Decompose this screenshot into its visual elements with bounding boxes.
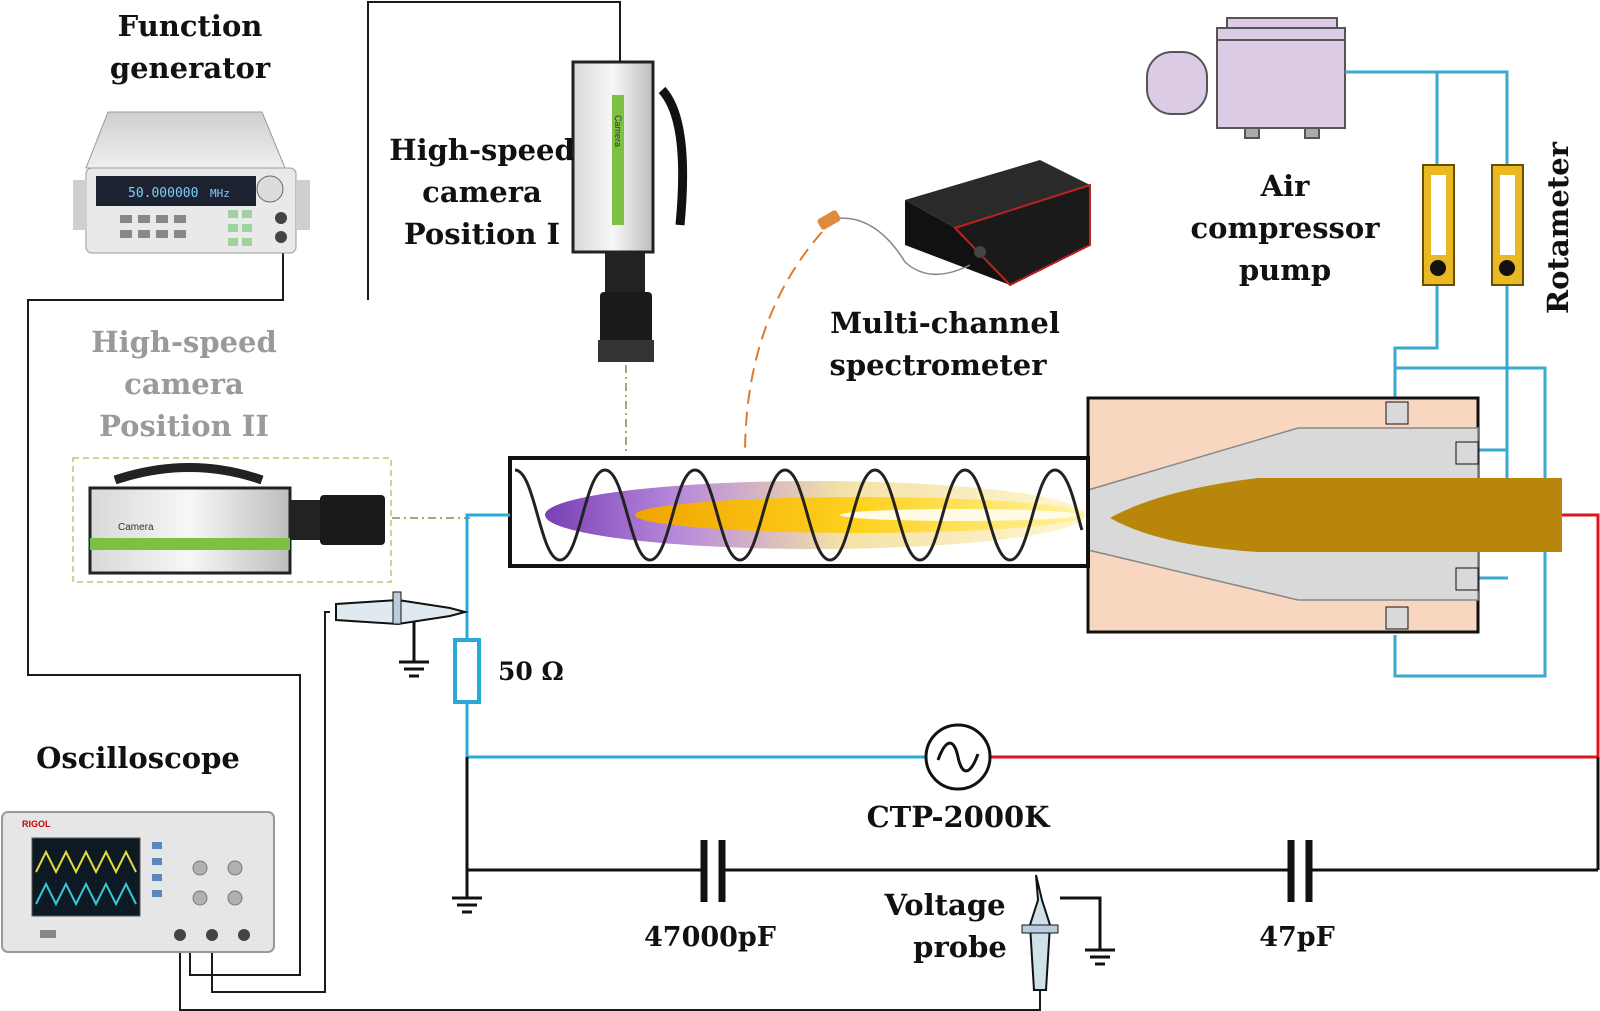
current-probe: [335, 591, 469, 626]
spectrometer-label-line2: spectrometer: [830, 348, 1048, 382]
camera-1-brand: Camera: [613, 115, 623, 147]
function-generator-readout: 50.000000: [128, 186, 198, 201]
high-speed-camera-position-1: Camera: [571, 60, 688, 455]
capacitor-47000pf-label: 47000pF: [644, 922, 776, 953]
ground-symbol-left: [452, 890, 482, 914]
voltage-probe: [1021, 874, 1059, 991]
capacitor-47pf: [1287, 840, 1313, 902]
signal-wiring: [27, 1, 1041, 1011]
camera-1-label-line1: High-speed: [389, 133, 575, 167]
plasma-jet-nozzle: [1086, 396, 1562, 634]
function-generator-unit: MHz: [210, 187, 230, 200]
camera-2-label-line1: High-speed: [91, 325, 277, 359]
rotameter-label: Rotameter: [1541, 141, 1575, 314]
function-generator-label-line1: Function: [118, 9, 263, 43]
voltage-probe-label-line1: Voltage: [883, 888, 1005, 922]
helical-electrode-coil: [514, 468, 1084, 562]
voltage-probe-label-line2: probe: [913, 930, 1007, 964]
air-pump-label-line1: Air: [1260, 169, 1311, 203]
rotameter-2: [1491, 164, 1524, 286]
air-pump-label-line2: compressor: [1191, 211, 1381, 245]
oscilloscope-screen: [31, 837, 141, 917]
high-speed-camera-position-2: Camera: [72, 457, 470, 583]
oscilloscope-label: Oscilloscope: [36, 741, 240, 775]
capacitor-divider-wiring: [465, 757, 1600, 890]
camera-2-label-line2: camera: [124, 367, 244, 401]
spectrometer-label-line1: Multi-channel: [830, 306, 1060, 340]
resistor-50-ohm: [453, 638, 481, 704]
air-pump-label-line3: pump: [1239, 253, 1331, 287]
function-generator-knob: [256, 175, 284, 203]
camera-1-label-line2: camera: [422, 175, 542, 209]
center-electrode: [1110, 478, 1562, 552]
plasma-plume-core: [840, 509, 1080, 521]
high-voltage-wiring: [990, 513, 1600, 759]
camera-2-label-line3: Position II: [99, 409, 269, 443]
power-supply-label: CTP-2000K: [867, 800, 1052, 834]
resistor-label: 50 Ω: [498, 657, 564, 686]
capacitor-47pf-label: 47pF: [1259, 922, 1335, 953]
capacitor-47000pf: [700, 840, 726, 902]
ground-symbol-probe: [1060, 896, 1115, 966]
rotameter-1: [1422, 164, 1455, 286]
oscilloscope: RIGOL: [1, 811, 275, 953]
multi-channel-spectrometer: [744, 160, 1091, 456]
ac-power-supply: [924, 723, 992, 791]
function-generator: 50.000000 MHz Function generator: [73, 9, 310, 254]
camera-1-label-line3: Position I: [404, 217, 560, 251]
function-generator-display: [96, 176, 256, 206]
camera-2-brand: Camera: [118, 522, 154, 533]
discharge-tube: [508, 456, 1090, 568]
air-compressor-pump: [1146, 17, 1346, 139]
oscilloscope-brand: RIGOL: [22, 819, 51, 829]
function-generator-label-line2: generator: [110, 51, 271, 85]
